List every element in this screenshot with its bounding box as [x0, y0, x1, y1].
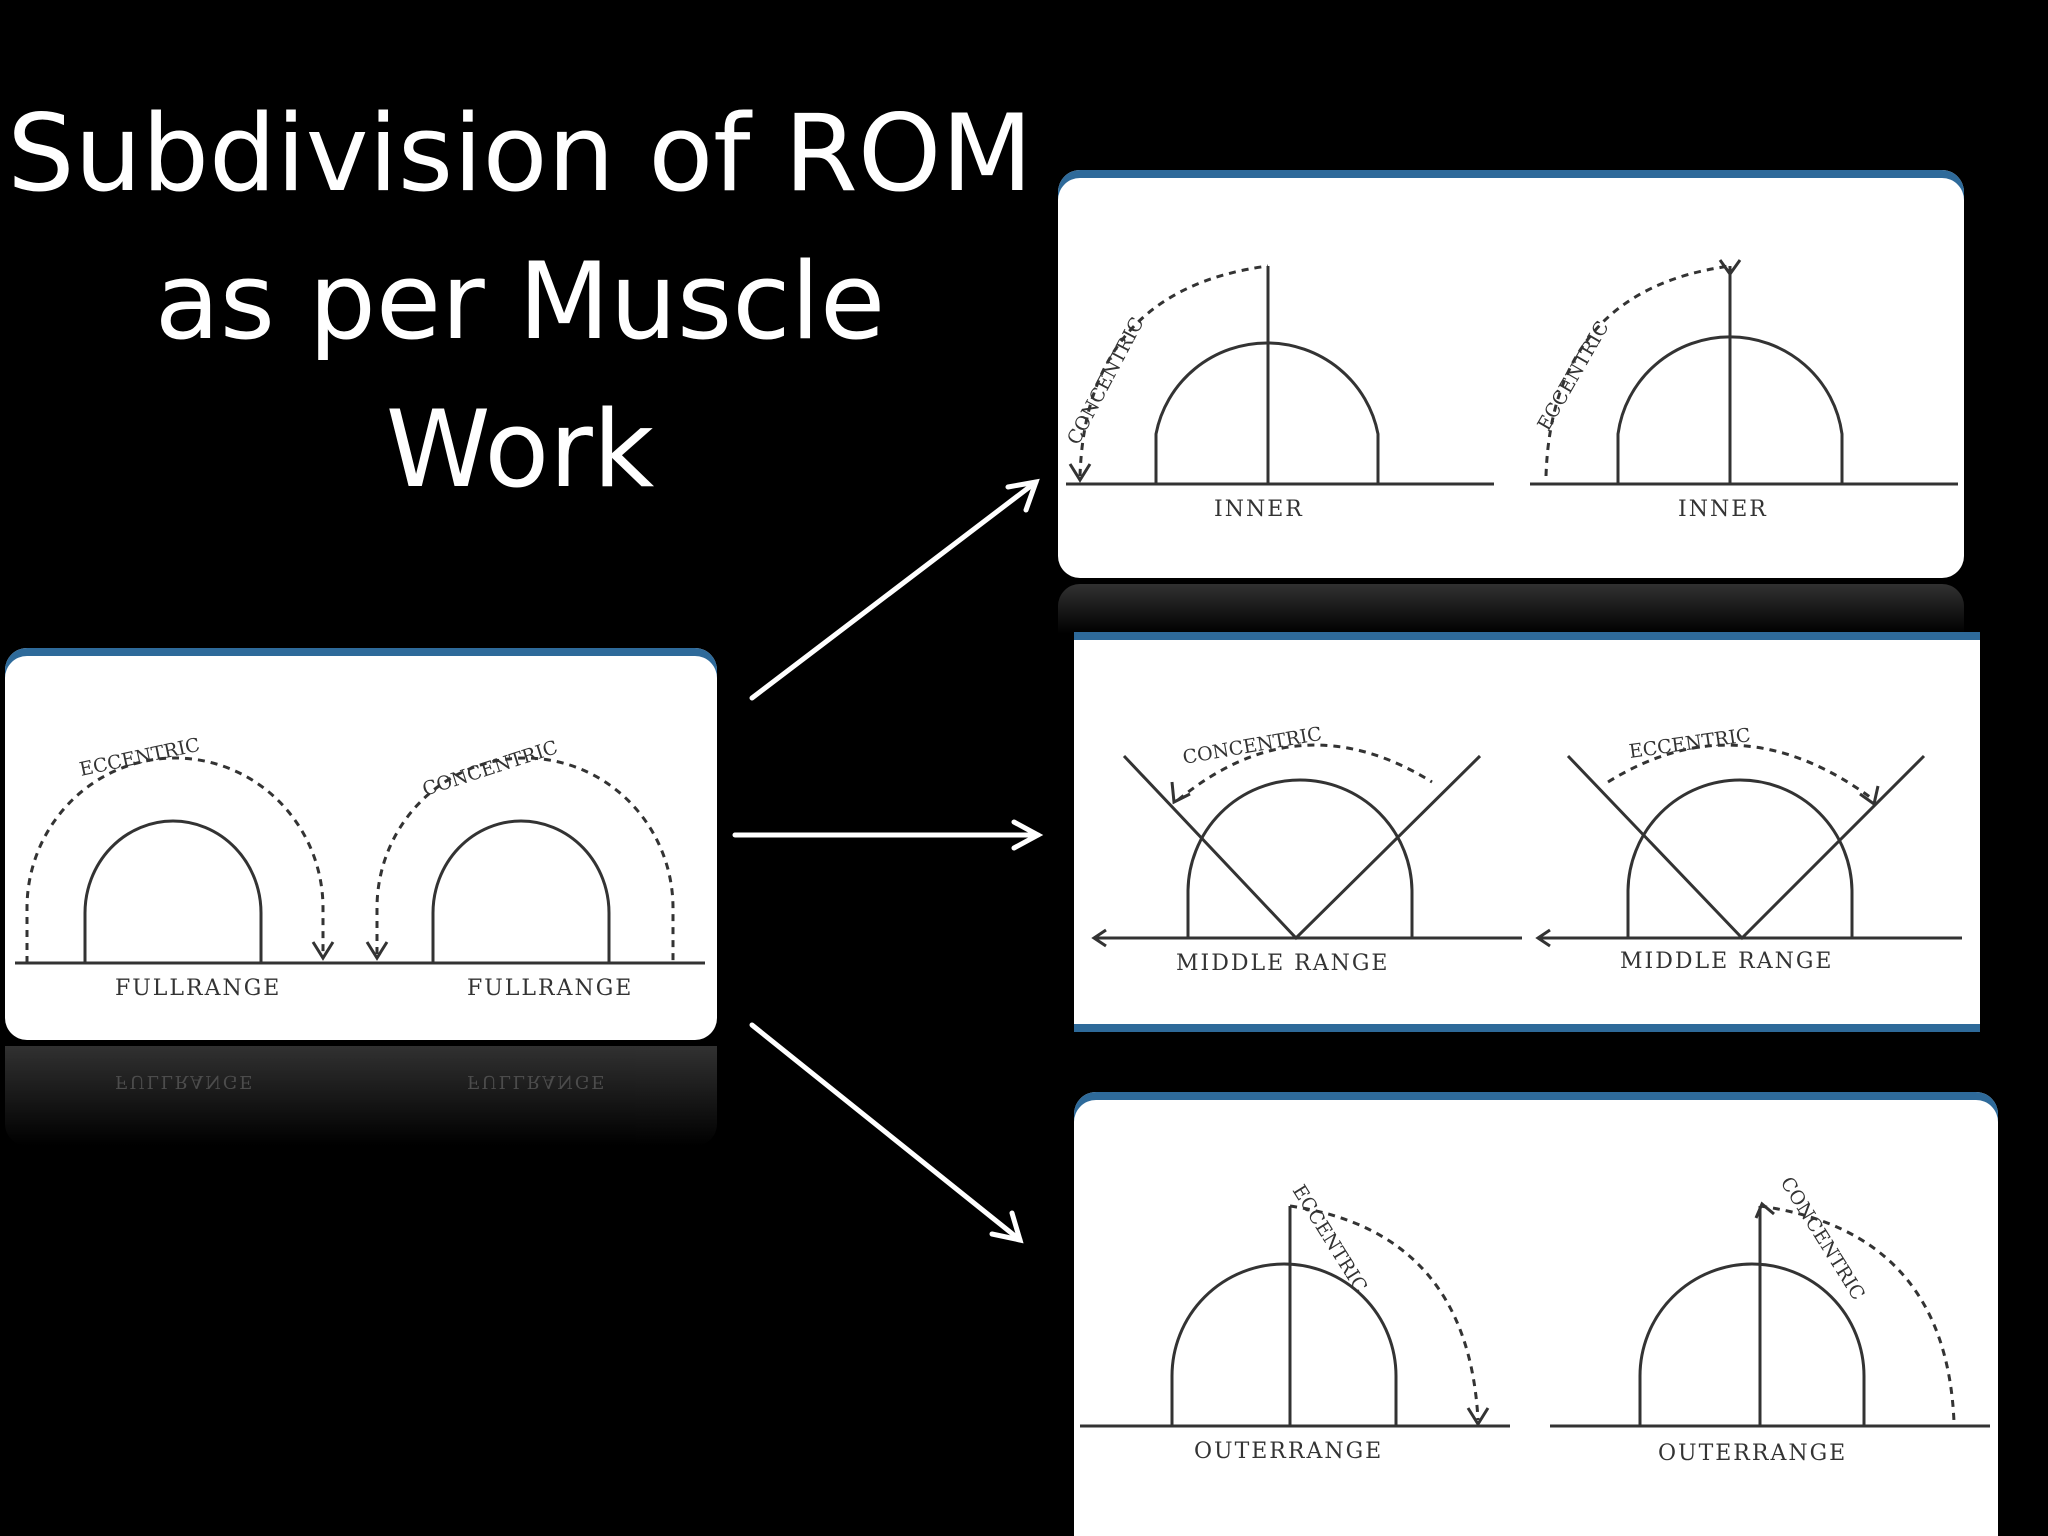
middle-range-diagram: CONCENTRIC ECCENTRIC MIDDLE RANGE MIDDLE… — [1091, 723, 1962, 976]
middle-right-arc-text: ECCENTRIC — [1628, 724, 1752, 763]
outer-range-panel: ECCENTRIC CONCENTRIC OUTERRANGE OUTERRAN… — [1074, 1092, 1998, 1536]
full-right-dashed-arc — [375, 756, 675, 963]
full-left-arrowhead — [311, 941, 335, 961]
middle-right-arrow-tip — [1535, 928, 1551, 948]
arrow-to-middle-head — [1011, 819, 1044, 851]
middle-left-label: MIDDLE RANGE — [1176, 951, 1390, 976]
full-range-diagram: ECCENTRIC CONCENTRIC FULLRANGE FULLRANGE — [15, 734, 705, 1001]
full-reflection-right: FULLRANGE — [467, 1071, 606, 1092]
title-line-2: as per Muscle — [154, 240, 886, 363]
outer-right-arc-text: CONCENTRIC — [1776, 1173, 1869, 1304]
middle-left-arrowhead — [1170, 781, 1191, 805]
outer-range-diagram: ECCENTRIC CONCENTRIC OUTERRANGE OUTERRAN… — [1080, 1173, 1990, 1466]
arrow-to-inner-head — [1005, 478, 1040, 513]
inner-range-reflection — [1058, 584, 1964, 634]
full-right-arc-text: CONCENTRIC — [420, 736, 561, 800]
full-reflection-left: FULLRANGE — [115, 1071, 254, 1092]
inner-right-arc-text: ECCENTRIC — [1533, 317, 1613, 434]
full-left-dashed-arc — [25, 756, 325, 963]
inner-right-dashed-arc — [1544, 264, 1731, 477]
outer-right-dashed-arc — [1759, 1204, 1956, 1423]
outer-left-label: OUTERRANGE — [1194, 1439, 1383, 1464]
middle-right-label: MIDDLE RANGE — [1620, 949, 1834, 974]
middle-left-dashed-arc — [1177, 743, 1433, 802]
full-range-reflection: FULLRANGE FULLRANGE — [5, 1046, 717, 1146]
inner-left-arrowhead — [1068, 463, 1092, 483]
inner-left-dashed-arc — [1078, 264, 1269, 477]
middle-left-arch — [1186, 778, 1414, 938]
full-left-arc-text: ECCENTRIC — [77, 734, 201, 781]
inner-left-label: INNER — [1214, 497, 1304, 522]
inner-right-arrowhead — [1718, 259, 1742, 277]
inner-range-panel: CONCENTRIC ECCENTRIC INNER INNER — [1058, 170, 1964, 578]
middle-left-v-lines — [1122, 754, 1482, 941]
title-line-3: Work — [385, 388, 655, 511]
middle-right-arch — [1626, 778, 1854, 938]
inner-left-arc-text: CONCENTRIC — [1063, 314, 1149, 449]
outer-left-dashed-arc — [1289, 1204, 1480, 1421]
full-left-label: FULLRANGE — [115, 976, 281, 1001]
outer-left-arrowhead — [1466, 1407, 1490, 1427]
inner-range-diagram: CONCENTRIC ECCENTRIC INNER INNER — [1063, 259, 1958, 522]
full-right-label: FULLRANGE — [467, 976, 633, 1001]
middle-right-v-lines — [1566, 754, 1926, 941]
middle-right-arrowhead — [1859, 785, 1880, 807]
full-range-panel: ECCENTRIC CONCENTRIC FULLRANGE FULLRANGE — [5, 648, 717, 1040]
middle-range-panel: CONCENTRIC ECCENTRIC MIDDLE RANGE MIDDLE… — [1074, 632, 1980, 1032]
outer-left-arc-text: ECCENTRIC — [1288, 1181, 1372, 1297]
middle-left-arc-text: CONCENTRIC — [1181, 723, 1323, 769]
arrow-to-inner — [749, 479, 1039, 701]
outer-right-arrowhead — [1754, 1201, 1775, 1219]
full-left-arch — [83, 819, 263, 963]
inner-right-label: INNER — [1678, 497, 1768, 522]
middle-left-arrow-tip — [1091, 928, 1107, 948]
outer-right-label: OUTERRANGE — [1658, 1441, 1847, 1466]
full-right-arrowhead — [365, 941, 389, 961]
slide-title: Subdivision of ROM as per Muscle Work — [0, 80, 1040, 524]
arrow-to-outer-head — [989, 1210, 1024, 1244]
outer-left-arch — [1170, 1262, 1398, 1426]
full-reflection-text: FULLRANGE FULLRANGE — [115, 1071, 606, 1092]
full-right-arch — [431, 819, 611, 963]
title-line-1: Subdivision of ROM — [7, 92, 1033, 215]
outer-right-arch — [1638, 1262, 1866, 1426]
arrow-to-outer — [749, 1022, 1023, 1243]
